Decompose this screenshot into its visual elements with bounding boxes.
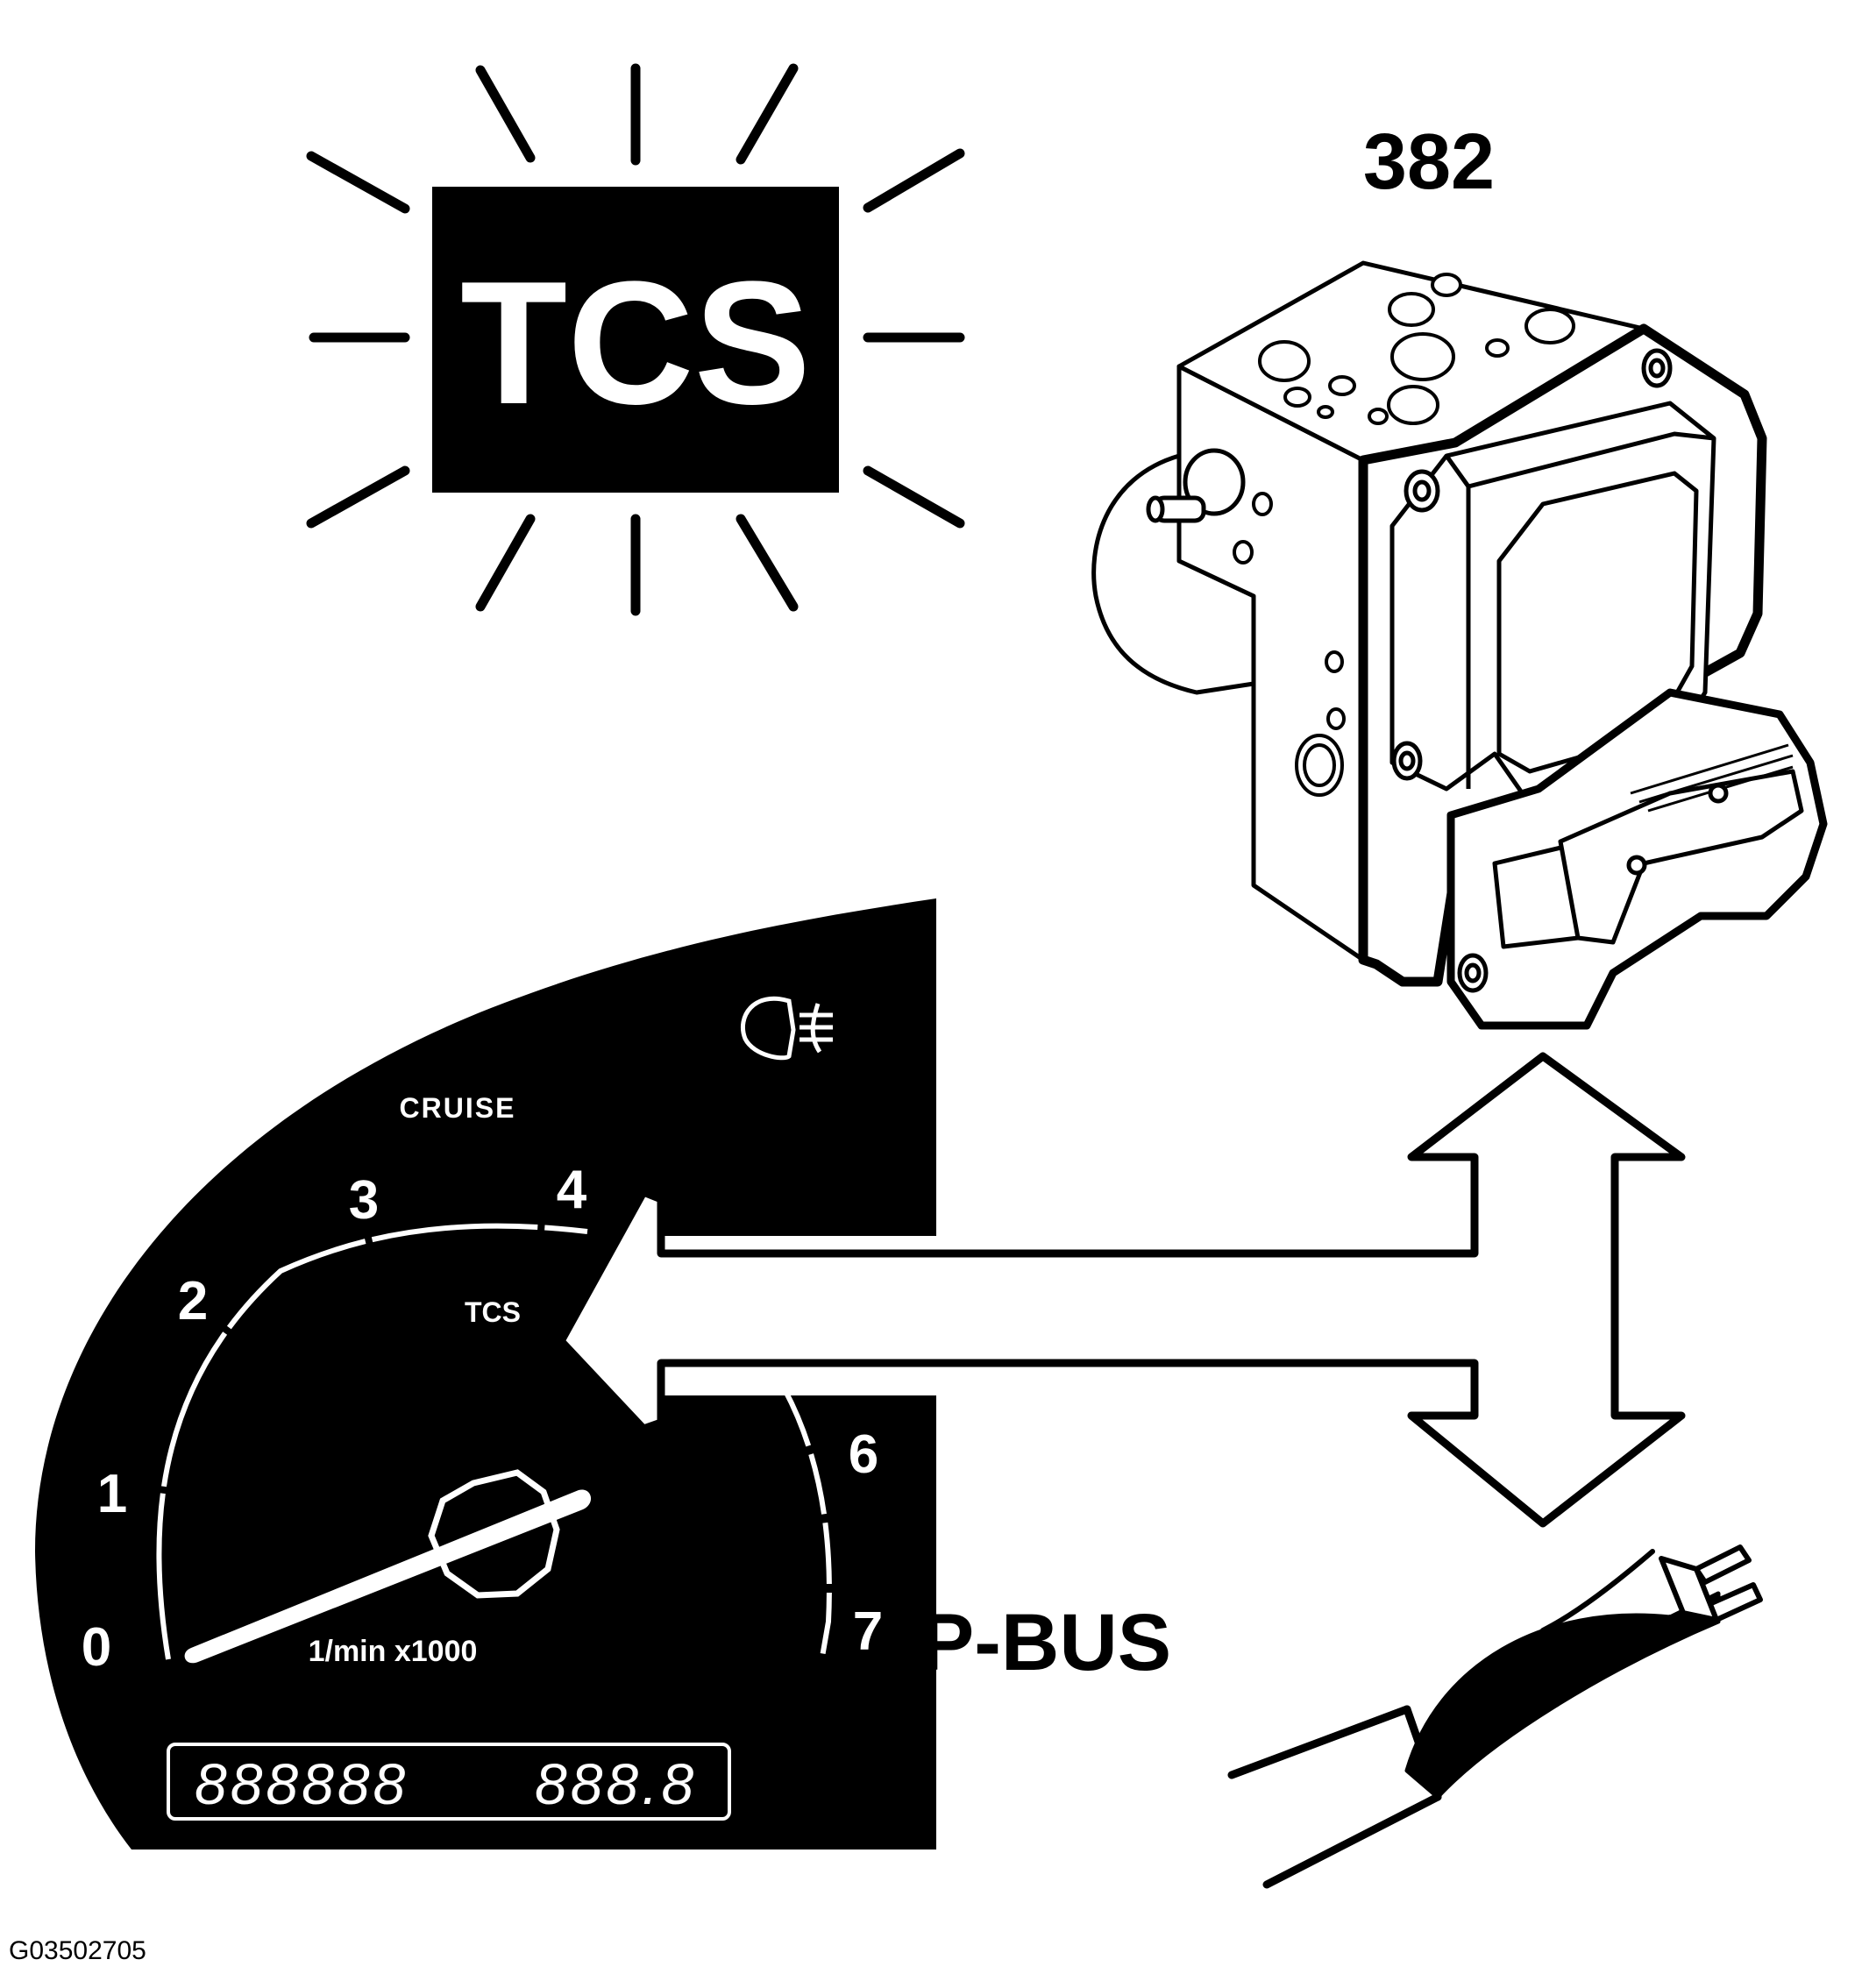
- figure-id: G03502705: [9, 1936, 146, 1965]
- mounting-bolts: [1391, 348, 1729, 993]
- tach-number: 0: [82, 1617, 111, 1678]
- tach-needle: [184, 1489, 592, 1664]
- wire-lead: [1227, 1705, 1411, 1779]
- lamp-label: TCS: [460, 245, 811, 441]
- tcs-warning-lamp: TCS: [306, 63, 965, 616]
- ray: [306, 151, 410, 214]
- port: [1387, 385, 1439, 425]
- tach-number: 1: [97, 1464, 127, 1524]
- coil-housing-edge: [1444, 431, 1715, 789]
- mark: [1326, 707, 1346, 730]
- port: [1431, 273, 1462, 297]
- wire-lead: [1262, 1793, 1442, 1889]
- bolt: [1641, 348, 1673, 388]
- tach-number: 6: [849, 1424, 878, 1485]
- lamp-rays: [306, 63, 965, 616]
- tach-number: 7: [853, 1601, 883, 1662]
- lamp-box: [432, 187, 839, 493]
- tach-scale-arc: [156, 1223, 588, 1660]
- front-face-details: [1233, 492, 1346, 797]
- instrument-cluster: 0 1 2 3 4 6 7 CRUISE TCS 1/min x1000 888…: [35, 898, 936, 1850]
- data-flow-arrows: [557, 1052, 1686, 1528]
- port: [1485, 338, 1510, 358]
- mark: [1325, 650, 1344, 673]
- port: [1258, 340, 1311, 382]
- tcs-indicator: TCS: [465, 1296, 521, 1328]
- odometer-display: [167, 1743, 731, 1821]
- wire-insulation: [1404, 1591, 1721, 1800]
- abs-tcs-module: [1091, 260, 1828, 1030]
- bolt: [1626, 855, 1647, 876]
- block-ports: [1258, 273, 1575, 425]
- port: [1524, 308, 1575, 344]
- mark: [1303, 743, 1336, 787]
- bolt: [1708, 783, 1729, 804]
- mark: [1252, 492, 1273, 516]
- ray: [863, 465, 965, 529]
- ray: [736, 514, 799, 612]
- tach-redline-arc: [782, 1388, 832, 1658]
- bolt: [1391, 741, 1423, 781]
- brake-fitting: [1146, 448, 1246, 523]
- cluster-face: [35, 898, 936, 1850]
- bolt: [1404, 469, 1440, 513]
- port: [1328, 375, 1356, 396]
- bolt: [1457, 953, 1489, 993]
- ray: [863, 148, 965, 213]
- odometer-value: 888888: [195, 1751, 409, 1816]
- port: [1317, 405, 1334, 419]
- tach-number: 3: [349, 1170, 379, 1231]
- mark: [1233, 540, 1254, 564]
- needle-hub: [428, 1469, 560, 1599]
- port: [1390, 332, 1455, 381]
- ray: [475, 514, 536, 612]
- connector-plug: [1558, 769, 1804, 945]
- bus-label: P-BUS: [920, 1598, 1171, 1687]
- tach-unit-label: 1/min x1000: [309, 1635, 478, 1668]
- ray: [475, 65, 536, 163]
- trip-value: 888.8: [535, 1751, 697, 1816]
- port: [1388, 292, 1435, 327]
- port: [1368, 408, 1389, 425]
- p-bus-wire: [1227, 1544, 1763, 1889]
- port: [1283, 387, 1311, 408]
- tach-number: 4: [557, 1160, 587, 1220]
- tach-numbers: 0 1 2 3 4 6 7: [82, 1160, 883, 1678]
- ray: [306, 465, 410, 529]
- coil-cap: [1496, 471, 1699, 774]
- rear-fog-lamp-icon: [740, 996, 833, 1061]
- cruise-indicator: CRUISE: [400, 1092, 516, 1124]
- tach-number: 2: [178, 1271, 208, 1331]
- ray: [736, 63, 799, 165]
- wire-terminals: [1659, 1544, 1763, 1622]
- module-number: 382: [1363, 118, 1495, 206]
